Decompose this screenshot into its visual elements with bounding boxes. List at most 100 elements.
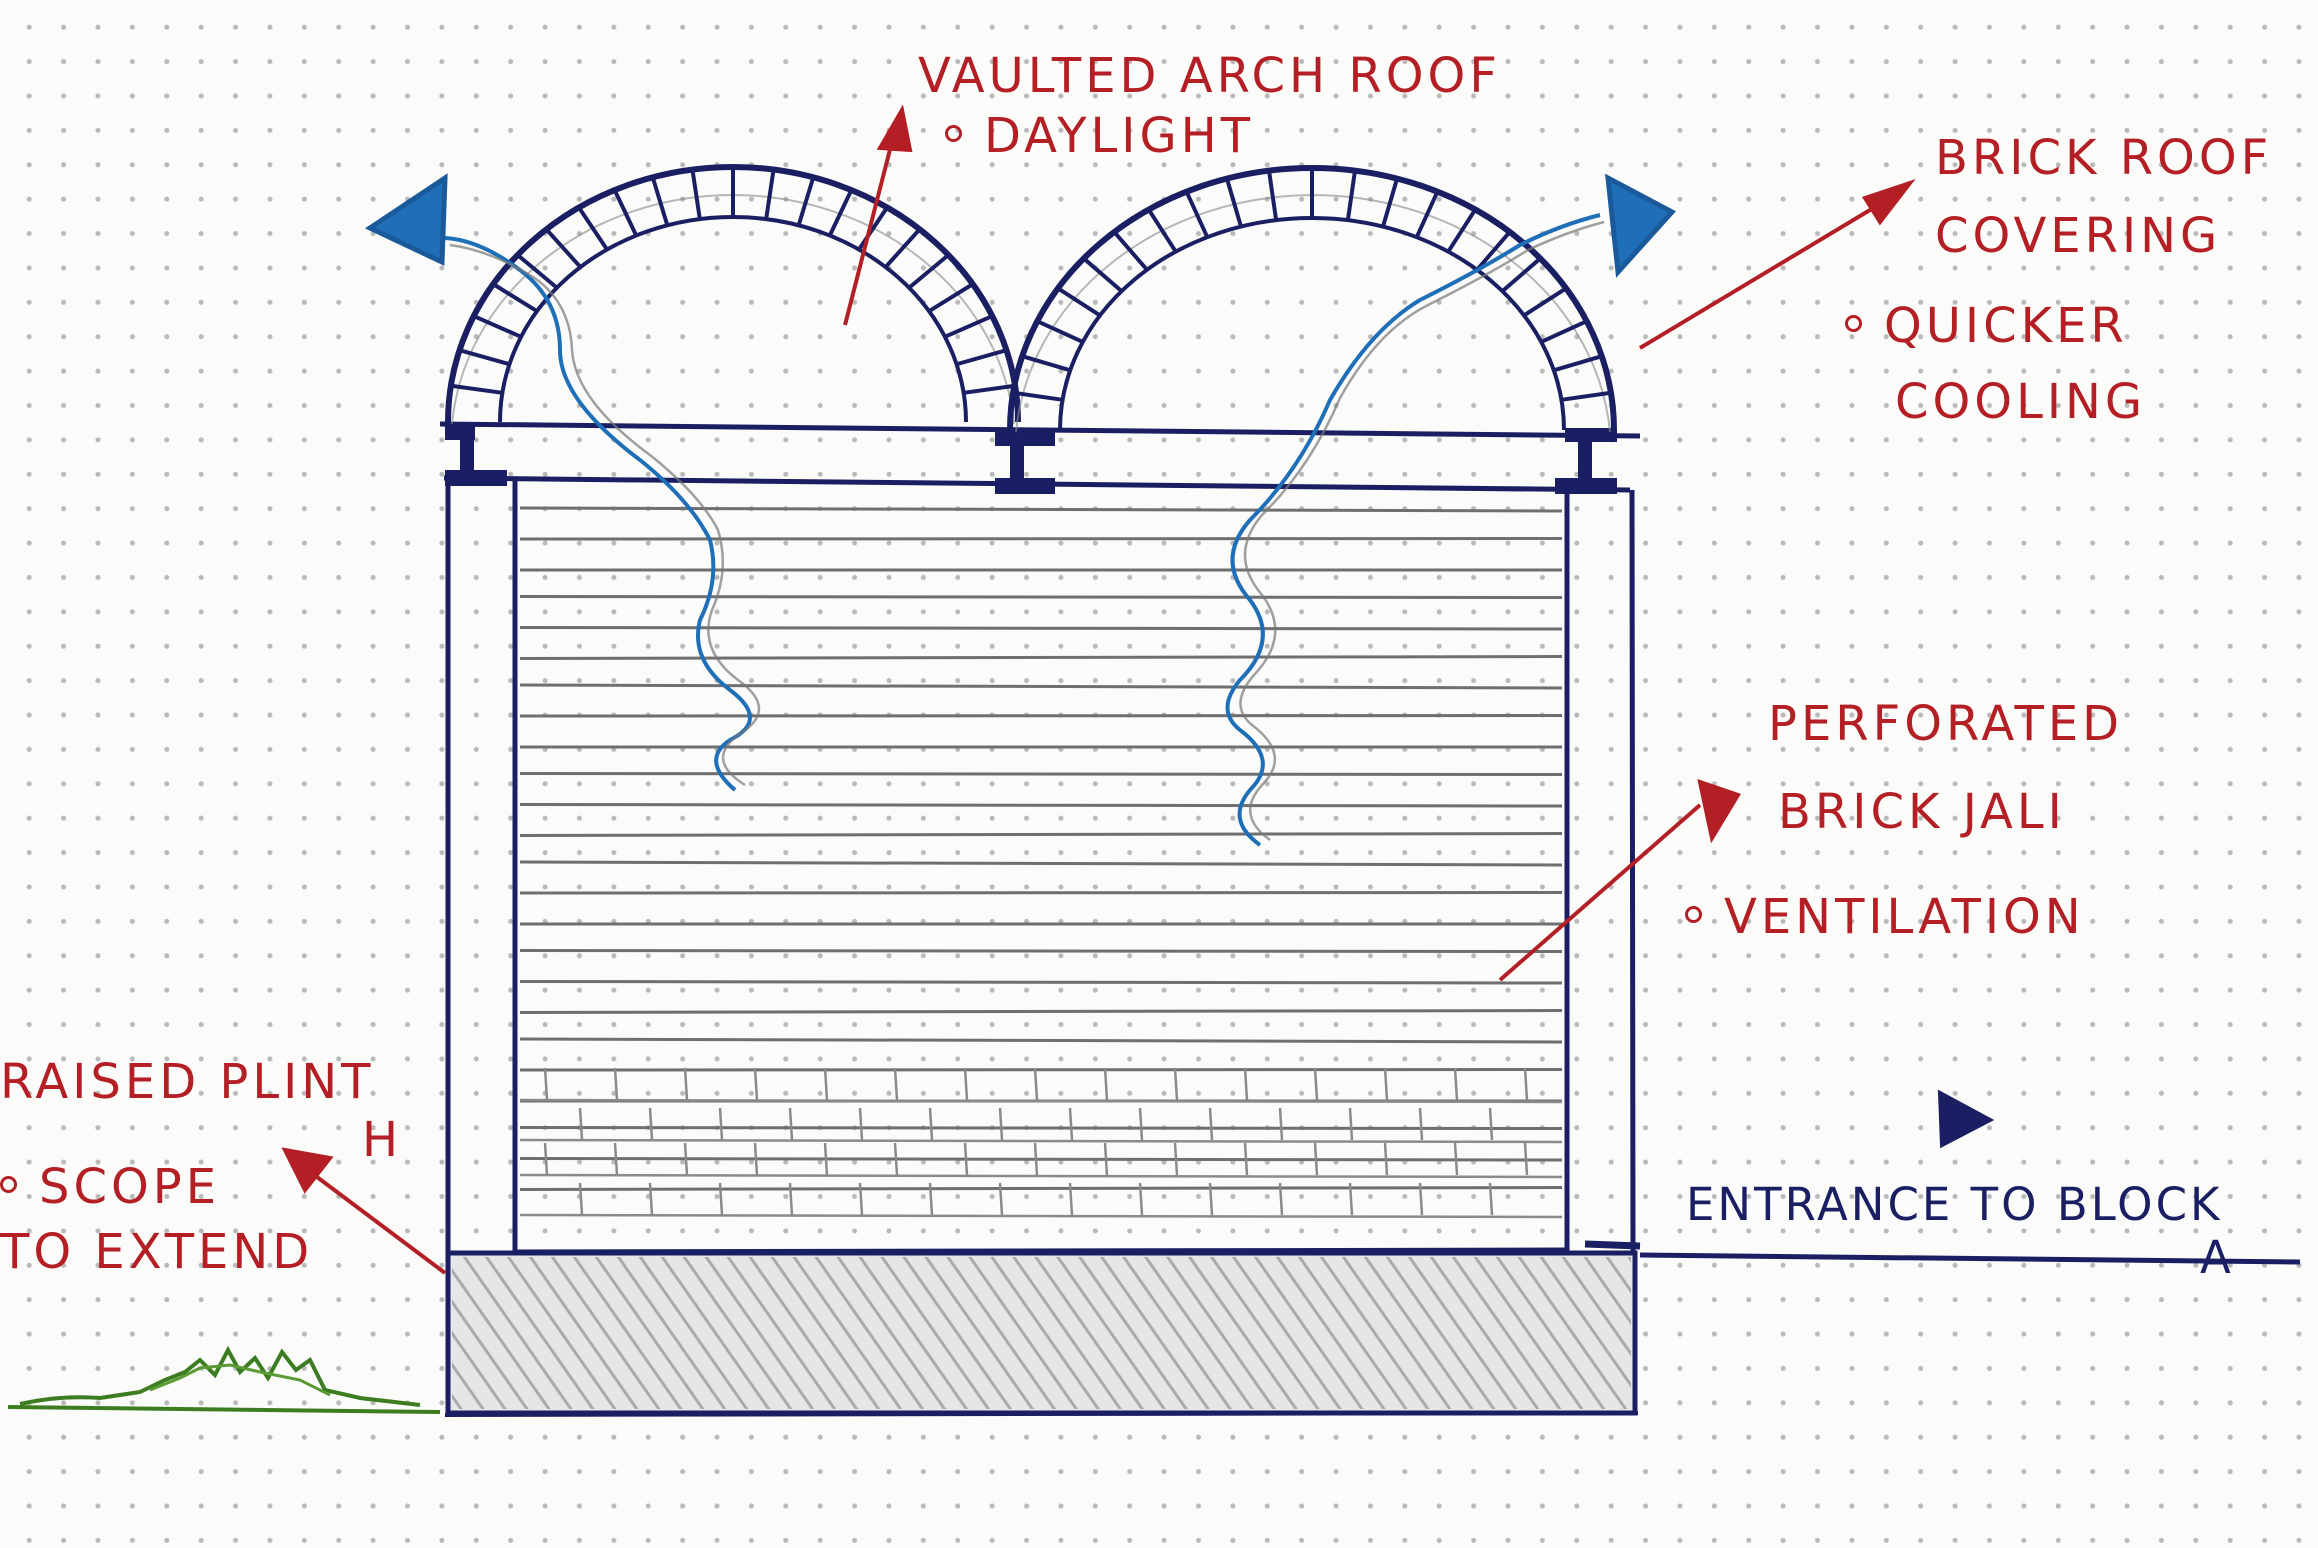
brick-joint (1455, 1143, 1457, 1175)
brick-joint (895, 1068, 897, 1100)
brick-joint (1385, 1068, 1387, 1100)
voussoir-brick (886, 229, 920, 267)
brick-joint (1280, 1108, 1282, 1140)
brick-joint (930, 1108, 932, 1140)
brick-joint (615, 1068, 617, 1100)
airflow-lines (445, 215, 1604, 845)
voussoir-brick (929, 284, 973, 311)
brick-joint (615, 1143, 617, 1175)
brick-joint (755, 1068, 757, 1100)
brick-joint (1210, 1108, 1212, 1140)
brick-joint (1105, 1143, 1107, 1175)
voussoir-brick (493, 284, 537, 311)
jali-course-line (520, 597, 1562, 598)
brick-joint (1105, 1068, 1107, 1100)
brick-course-line (520, 1175, 1562, 1177)
brick-joint (1525, 1143, 1527, 1175)
voussoir-brick (909, 255, 948, 288)
brick-joint (685, 1068, 687, 1100)
brick-joint (965, 1143, 967, 1175)
ground-grass (8, 1350, 440, 1412)
voussoir-brick (692, 170, 699, 219)
blue-airflow-arrow-icon (370, 178, 1672, 272)
brick-joint (580, 1108, 582, 1140)
quicker-cooling-line2: COOLING (1895, 378, 2146, 426)
perforated-label-line1: PERFORATED (1768, 700, 2123, 748)
raised-plinth-label-line1: RAISED PLINT (0, 1058, 374, 1106)
brick-joint (1070, 1108, 1072, 1140)
brick-joint (580, 1183, 582, 1215)
jali-course-line (520, 628, 1562, 630)
jali-course-line (520, 1159, 1562, 1161)
voussoir-brick (653, 177, 668, 225)
ventilation-label: VENTILATION (1685, 893, 2085, 941)
brick-joint (825, 1068, 827, 1100)
brick-joint (1490, 1108, 1492, 1140)
brick-joint (1420, 1108, 1422, 1140)
voussoir-brick (1187, 192, 1208, 237)
brick-roof-label-line1: BRICK ROOF (1935, 134, 2272, 182)
voussoir-brick (1013, 393, 1062, 400)
voussoir-brick (1037, 321, 1082, 342)
jali-course-line (520, 1011, 1562, 1013)
brick-joint (1175, 1143, 1177, 1175)
brick-joint (1245, 1143, 1247, 1175)
quicker-cooling-line1: QUICKER (1845, 302, 2128, 350)
jali-course-line (520, 685, 1562, 688)
quicker-text: QUICKER (1884, 298, 2128, 354)
brick-course-line (520, 1140, 1562, 1142)
brick-joint (1035, 1143, 1037, 1175)
voussoir-brick (579, 207, 607, 249)
brick-joint (965, 1068, 967, 1100)
voussoir-brick (1114, 232, 1147, 270)
brick-joint (1315, 1143, 1317, 1175)
daylight-text: DAYLIGHT (984, 108, 1254, 164)
brick-joint (1175, 1068, 1177, 1100)
red-arrow-icon (285, 110, 1910, 1273)
entrance-block-letter: A (2200, 1235, 2235, 1280)
brick-wall-courses (520, 1068, 1562, 1217)
voussoir-brick (1448, 210, 1475, 252)
jali-course-line (520, 862, 1562, 865)
brick-joint (860, 1108, 862, 1140)
jali-course-line (520, 951, 1562, 952)
brick-joint (1000, 1108, 1002, 1140)
scope-text: SCOPE (39, 1159, 220, 1215)
vaulted-arch-roof-label: VAULTED ARCH ROOF (918, 52, 1501, 100)
voussoir-brick (1417, 192, 1438, 237)
jali-course-line (520, 834, 1562, 836)
brick-joint (685, 1143, 687, 1175)
jali-course-line (520, 774, 1562, 775)
perforated-brick-jali (520, 508, 1562, 1190)
voussoir-brick (1022, 356, 1070, 370)
brick-joint (790, 1108, 792, 1140)
brick-joint (1245, 1068, 1247, 1100)
jali-course-line (520, 716, 1562, 717)
voussoir-brick (546, 229, 580, 267)
brick-joint (720, 1108, 722, 1140)
brick-course-line (520, 1215, 1562, 1217)
daylight-label: DAYLIGHT (945, 112, 1254, 160)
bullet-dot-icon (1845, 315, 1862, 332)
ventilation-text: VENTILATION (1724, 889, 2085, 945)
brick-joint (545, 1068, 547, 1100)
navy-triangle-marker-icon (1940, 1093, 1990, 1145)
jali-course-line (520, 1070, 1562, 1071)
brick-joint (545, 1143, 547, 1175)
perforated-label-line2: BRICK JALI (1778, 788, 2066, 836)
jali-course-line (520, 508, 1562, 511)
brick-joint (895, 1143, 897, 1175)
jali-course-line (520, 982, 1562, 984)
jali-course-line (520, 805, 1562, 807)
jali-course-line (520, 893, 1562, 894)
bullet-dot-icon (1685, 906, 1702, 923)
bullet-dot-icon (0, 1176, 17, 1193)
voussoir-brick (766, 170, 773, 219)
brick-joint (1315, 1068, 1317, 1100)
voussoir-brick (1084, 258, 1122, 291)
brick-joint (1525, 1068, 1527, 1100)
left-column (448, 476, 515, 1256)
arch-voussoirs (451, 167, 1611, 400)
jali-course-line (520, 1039, 1562, 1042)
voussoir-brick (1149, 210, 1176, 252)
